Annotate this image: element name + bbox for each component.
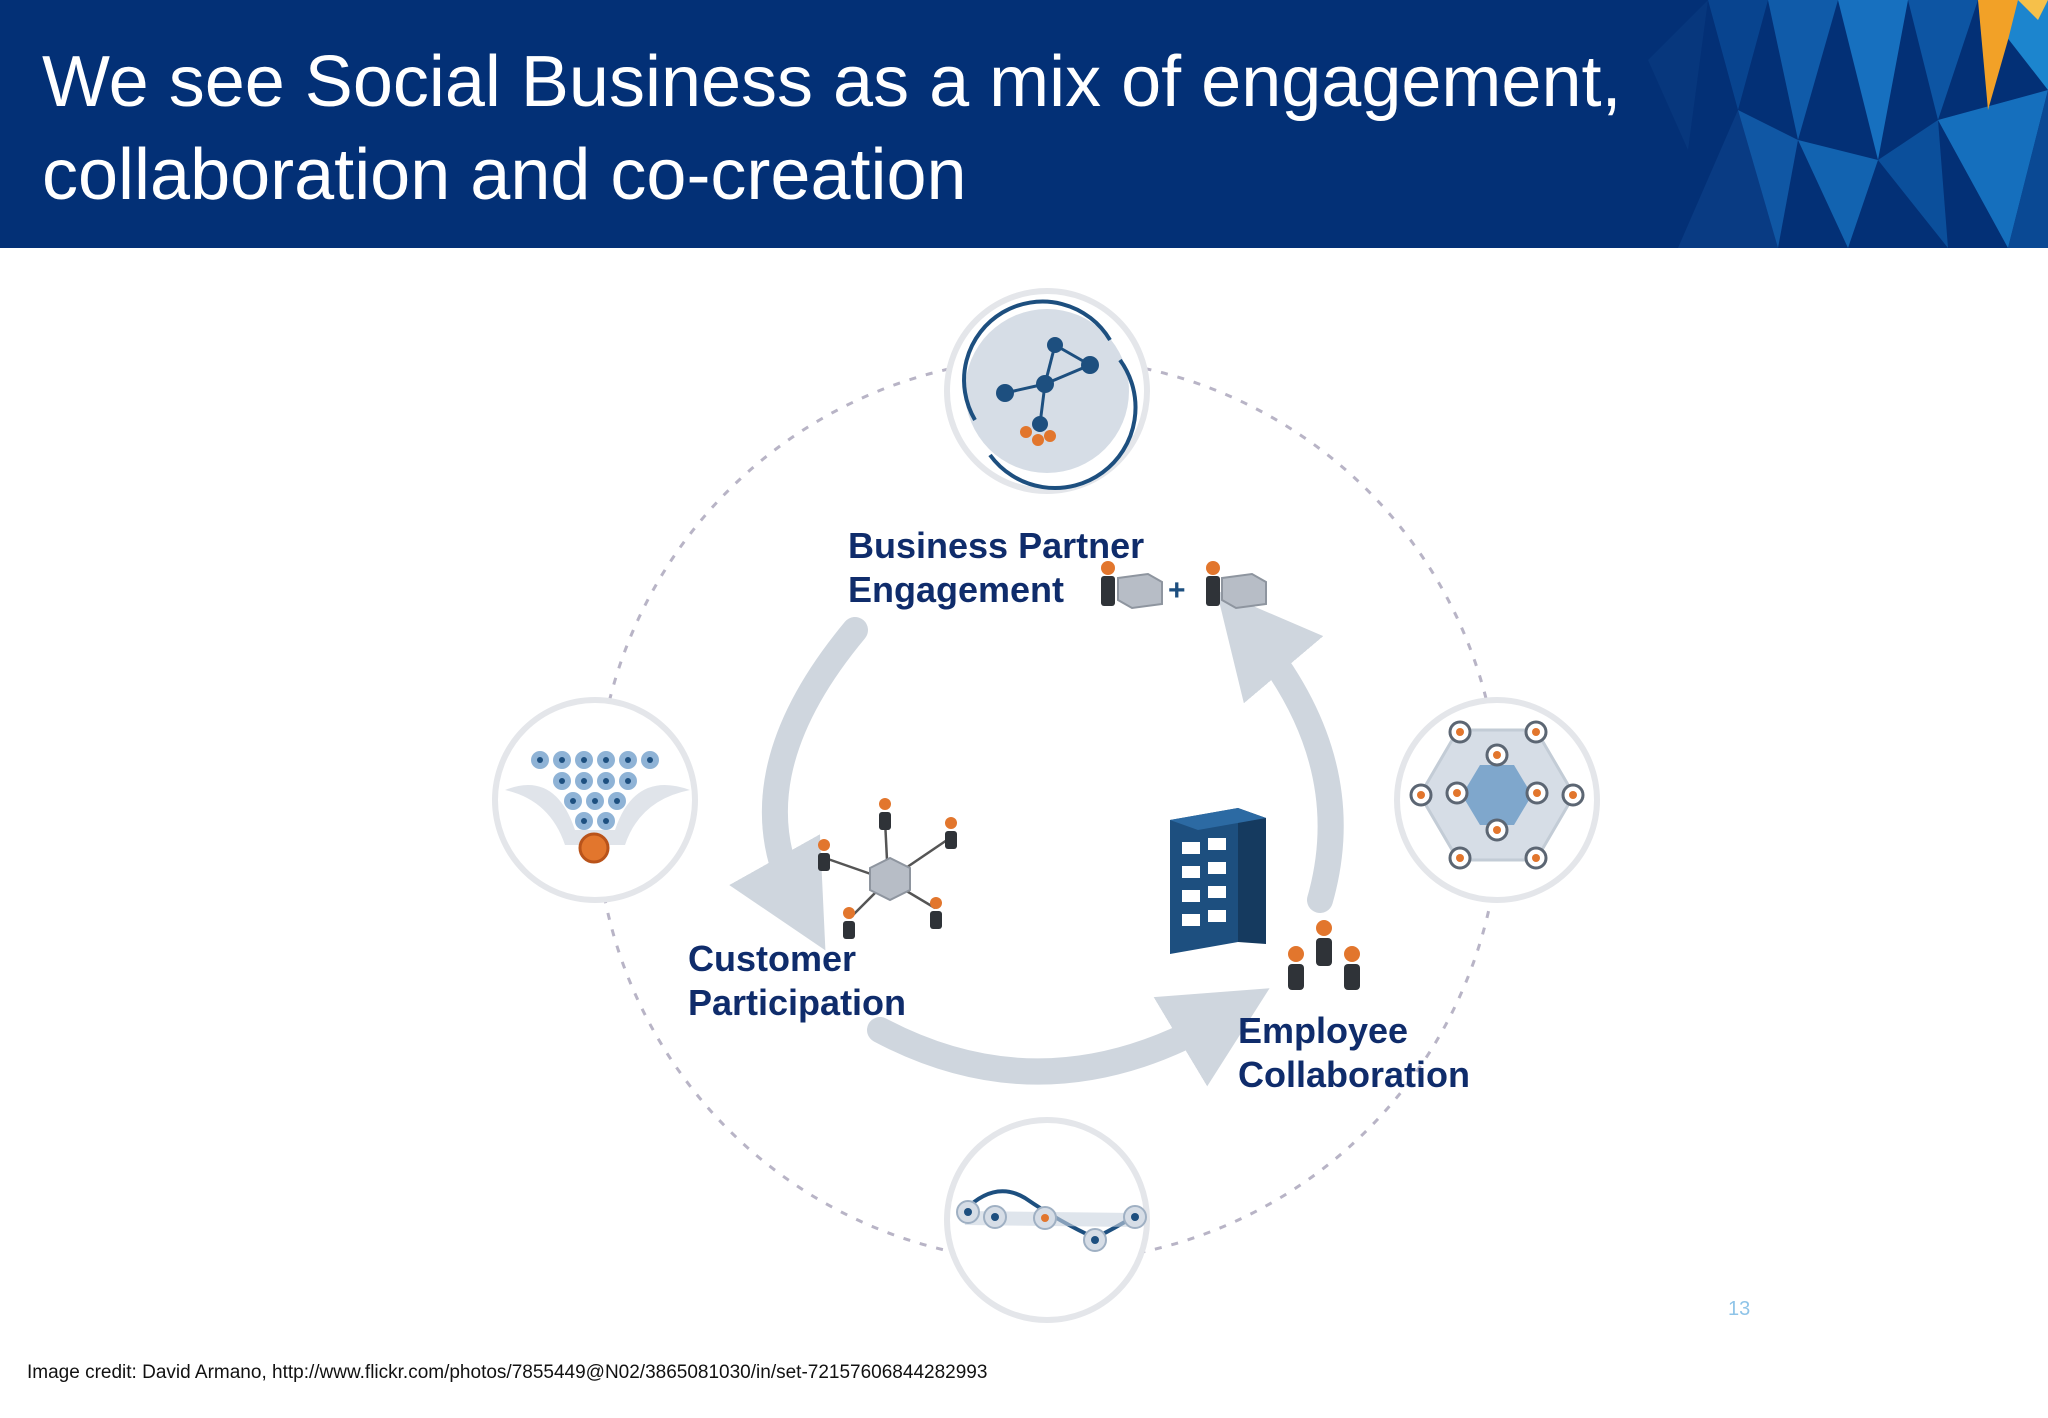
hub-person-bottom-left — [843, 907, 855, 939]
slide-header: We see Social Business as a mix of engag… — [0, 0, 2048, 248]
svg-text:+: + — [1168, 574, 1186, 607]
customer-label-line-1: Customer — [688, 938, 857, 979]
arrow-left — [729, 617, 868, 951]
employee-label-line-1: Employee — [1238, 1010, 1409, 1051]
customer-label-line-2: Participation — [688, 982, 907, 1023]
hub-person-right — [945, 817, 957, 849]
business-partner-label-line-1: Business Partner — [848, 525, 1145, 566]
hub-person-bottom-right — [930, 897, 942, 929]
business-partner-label-line-2: Engagement — [848, 569, 1065, 610]
funnel-icon — [492, 697, 698, 903]
arrow-bottom — [867, 988, 1270, 1087]
social-business-diagram: + — [492, 288, 1600, 1323]
partners-plus-icon: + — [1101, 561, 1267, 610]
hexagon-team-icon — [1394, 697, 1600, 903]
network-cycle-icon — [944, 288, 1150, 494]
hub-person-left — [818, 839, 830, 871]
hub-network-icon — [818, 798, 957, 939]
triangle-pattern-decoration — [1648, 0, 2048, 248]
title-line-2: collaboration and co-creation — [42, 135, 967, 215]
arrow-right — [1216, 590, 1344, 913]
timeline-icon — [944, 1117, 1150, 1323]
page-number: 13 — [1728, 1298, 1751, 1320]
image-credit: Image credit: David Armano, http://www.f… — [27, 1362, 988, 1383]
employee-label: Employee Collaboration — [1238, 1009, 1470, 1097]
orange-accent-shard — [1978, 0, 2018, 110]
group-people-icon — [1288, 920, 1360, 990]
business-partner-label: Business Partner Engagement — [848, 524, 1144, 612]
employee-label-line-2: Collaboration — [1238, 1054, 1470, 1095]
slide-title: We see Social Business as a mix of engag… — [42, 36, 1682, 222]
hub-person-top — [879, 798, 891, 830]
office-building-icon — [1170, 808, 1266, 954]
title-line-1: We see Social Business as a mix of engag… — [42, 42, 1622, 122]
cycle-arrows — [729, 590, 1344, 1087]
customer-label: Customer Participation — [688, 937, 906, 1025]
